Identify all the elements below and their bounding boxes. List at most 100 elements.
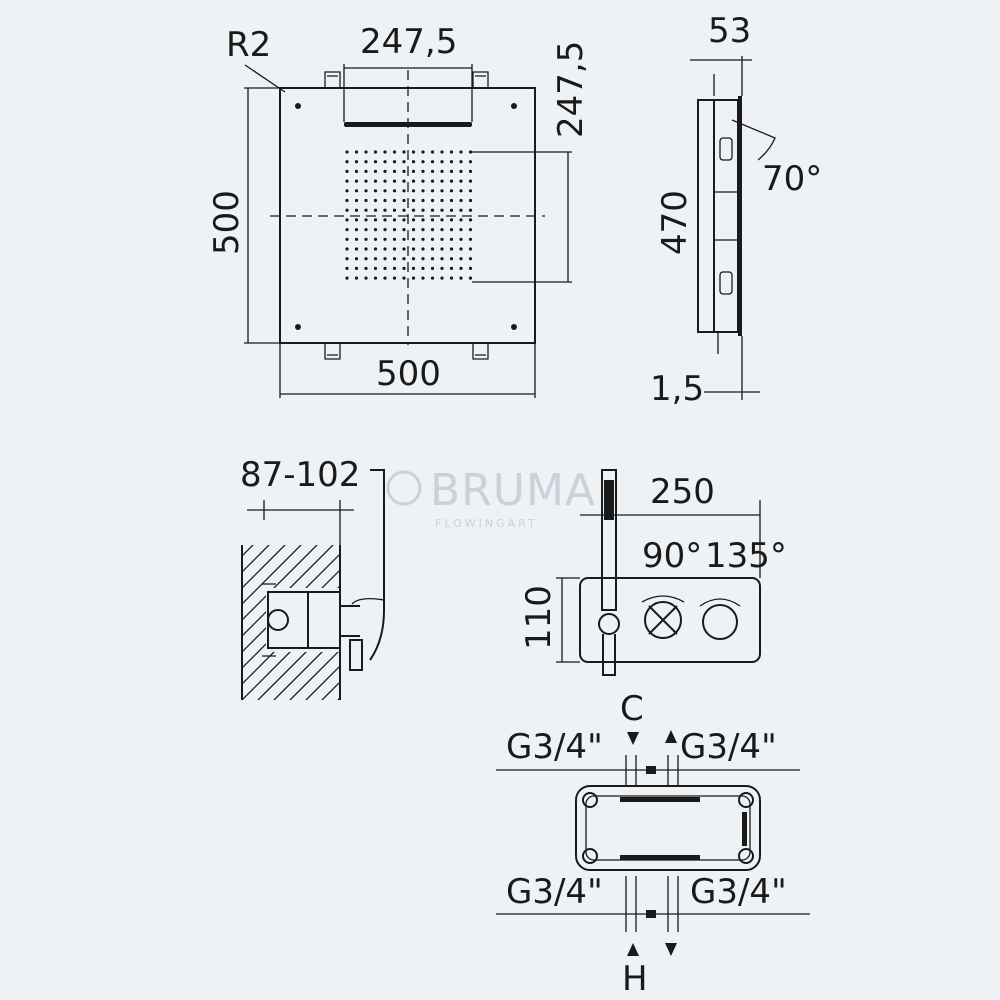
hot-label: H: [622, 959, 648, 999]
height-right-label: 247,5: [551, 41, 591, 138]
nozzle-icon: [411, 179, 416, 183]
nozzle-icon: [383, 150, 387, 154]
wall-cutout: [266, 588, 342, 652]
mixer-plate: [579, 577, 761, 663]
nozzle-icon: [354, 150, 359, 154]
nozzle-icon: [430, 208, 435, 212]
shower-panel-side-view: 53 70° 470 1,5: [650, 11, 822, 409]
mixer-depth-label: 87-102: [240, 455, 360, 495]
port-slot: [620, 797, 700, 802]
nozzle-icon: [392, 228, 397, 232]
nozzle-icon: [345, 228, 349, 232]
nozzle-icon: [383, 198, 387, 203]
hot-in-arrow-icon: [627, 943, 639, 956]
nozzle-icon: [411, 237, 416, 241]
nozzle-icon: [440, 169, 444, 173]
screw-icon: [511, 103, 517, 109]
nozzle-icon: [449, 237, 454, 241]
nozzle-icon: [402, 266, 406, 270]
hatch-line: [305, 665, 340, 700]
nozzle-icon: [449, 150, 454, 154]
nozzle-icon: [430, 189, 435, 193]
hatch-line: [321, 681, 340, 700]
nozzle-icon: [364, 218, 368, 222]
nozzle-icon: [354, 179, 359, 183]
nozzle-icon: [468, 276, 473, 280]
nozzle-icon: [468, 150, 473, 154]
nozzle-icon: [354, 189, 359, 193]
nozzle-icon: [345, 179, 349, 183]
nozzle-icon: [373, 247, 378, 251]
bracket-icon: [324, 71, 341, 88]
nozzle-icon: [402, 218, 406, 222]
nozzle-icon: [364, 257, 368, 261]
nozzle-icon: [354, 247, 359, 251]
nozzle-icon: [383, 257, 387, 261]
nozzle-icon: [468, 189, 473, 193]
trim-plate: [340, 605, 360, 637]
nozzle-icon: [364, 198, 368, 203]
hand-shower: [369, 469, 385, 661]
nozzle-icon: [440, 228, 444, 232]
nozzle-icon: [430, 237, 435, 241]
holder: [351, 598, 385, 605]
hot-out-arrow-icon: [665, 943, 677, 956]
nozzle-icon: [345, 150, 349, 154]
hose-front: [602, 634, 616, 676]
nozzle-icon: [373, 276, 378, 280]
nozzle-icon: [402, 276, 406, 280]
cold-label: C: [620, 689, 644, 729]
nozzle-icon: [392, 266, 397, 270]
nozzle-icon: [373, 228, 378, 232]
angle-left-label: 90°: [642, 536, 702, 576]
nozzle-icon: [383, 247, 387, 251]
nozzle-icon: [421, 218, 425, 222]
nozzle-icon: [468, 218, 473, 222]
nozzle-icon: [364, 247, 368, 251]
mixer-front-view: 250 90° 135° 110: [519, 469, 787, 676]
hatch-line: [242, 545, 286, 589]
nozzle-icon: [354, 169, 359, 173]
screw-icon: [511, 324, 517, 330]
nozzle-icon: [373, 208, 378, 212]
nozzle-icon: [373, 266, 378, 270]
nozzle-icon: [440, 160, 444, 164]
corner-port-icon: [582, 792, 598, 808]
nozzle-icon: [468, 266, 473, 270]
nozzle-icon: [392, 169, 397, 173]
radius-leader: [244, 64, 286, 93]
nozzle-icon: [449, 228, 454, 232]
nozzle-icon: [345, 276, 349, 280]
mixer-width-label: 250: [650, 472, 715, 512]
hatch-line: [273, 633, 340, 700]
nozzle-icon: [468, 257, 473, 261]
nozzle-icon: [449, 198, 454, 203]
nozzle-icon: [421, 266, 425, 270]
nozzle-icon: [383, 160, 387, 164]
angle-arc: [731, 119, 776, 161]
nozzle-icon: [383, 208, 387, 212]
nozzle-icon: [440, 179, 444, 183]
bracket-icon: [472, 343, 489, 360]
port-slot: [620, 855, 700, 860]
nozzle-icon: [421, 198, 425, 203]
nozzle-icon: [449, 218, 454, 222]
thread-top-right: G3/4": [680, 727, 777, 767]
nozzle-icon: [459, 198, 463, 203]
nozzle-icon: [354, 160, 359, 164]
wall-box: [697, 99, 715, 333]
nozzle-icon: [383, 218, 387, 222]
nozzle-icon: [421, 257, 425, 261]
thread-top-left: G3/4": [506, 727, 603, 767]
nozzle-icon: [354, 266, 359, 270]
nozzle-icon: [345, 218, 349, 222]
height-label: 470: [655, 190, 695, 255]
connection-diagram: C H G3/4" G3/4" G3/4" G3/4": [496, 689, 810, 999]
hatch-line: [242, 545, 302, 605]
nozzle-icon: [449, 208, 454, 212]
width-bottom-label: 500: [376, 354, 441, 394]
nozzle-icon: [364, 169, 368, 173]
nozzle-icon: [373, 198, 378, 203]
